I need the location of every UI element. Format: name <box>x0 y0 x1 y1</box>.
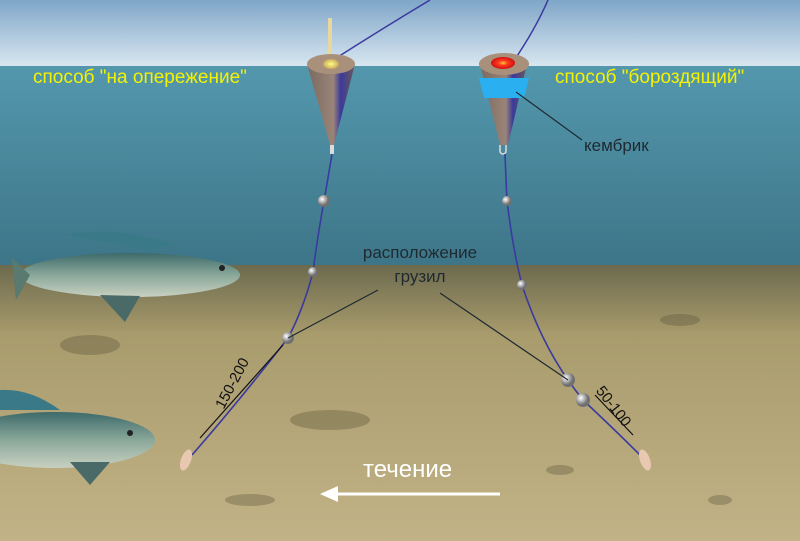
sinker-balls <box>282 195 590 407</box>
method-left-label: способ "на опережение" <box>33 67 247 88</box>
weights-label-line1: расположение <box>362 243 478 262</box>
method-right-label: способ "бороздящий" <box>555 67 745 88</box>
bait-left <box>179 449 193 471</box>
fish-bottom <box>0 389 155 485</box>
bait-right <box>638 449 652 471</box>
cambric <box>479 78 529 98</box>
weights-label-line2: грузил <box>394 267 446 286</box>
fish-top <box>12 231 240 322</box>
current-arrow <box>320 486 338 502</box>
float-left <box>307 18 355 154</box>
water-surface <box>0 0 800 66</box>
cambric-label: кембрик <box>584 136 649 155</box>
current-label: течение <box>363 456 453 483</box>
